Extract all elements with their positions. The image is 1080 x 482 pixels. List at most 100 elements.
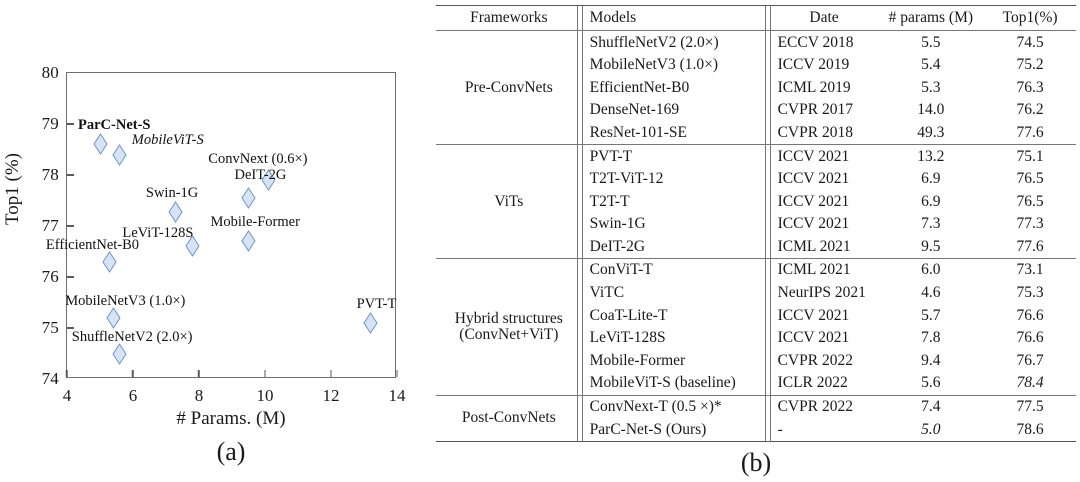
cell-model: MobileNetV3 (1.0×) [581, 53, 771, 77]
cell-top1: 76.2 [1016, 101, 1044, 119]
y-axis-tick: 76 [41, 267, 74, 287]
th-date: Date [769, 5, 878, 31]
scatter-point-mobile-former[interactable] [241, 230, 256, 253]
x-axis-tick: 8 [195, 370, 203, 406]
cell-model: ConvNext-T (0.5 ×)* [581, 395, 771, 419]
panel-b-table: Frameworks Models Date # params (M) Top1… [432, 0, 1080, 482]
scatter-point-shufflenetv2-2-0[interactable] [112, 342, 127, 365]
scatter-point-pvt-t[interactable] [363, 311, 378, 334]
cell-model: ViTC [581, 281, 771, 305]
cell-model: PVT-T [581, 144, 771, 168]
cell-top1: 76.6 [1016, 329, 1044, 347]
scatter-label-levit-128s: LeViT-128S [122, 225, 194, 242]
caption-a: (a) [216, 437, 246, 466]
scatter-point-mobilevit-s[interactable] [112, 143, 127, 166]
x-axis-tick-mark [132, 370, 134, 377]
cell-params: 7.3 [921, 215, 941, 233]
y-axis-tick-mark [67, 276, 74, 278]
cell-params: 49.3 [917, 123, 945, 141]
scatter-label-mobilevit-s: MobileViT-S [131, 131, 204, 148]
scatter-point-levit-128s[interactable] [185, 235, 200, 258]
scatter-point-convnext-0-6[interactable] [261, 169, 276, 192]
cell-date: CVPR 2017 [769, 98, 878, 122]
cell-model: CoaT-Lite-T [581, 304, 771, 327]
cell-model: T2T-ViT-12 [581, 167, 771, 191]
comparison-table: Frameworks Models Date # params (M) Top1… [436, 5, 1076, 442]
cell-model: ParC-Net-S (Ours) [581, 418, 771, 442]
x-axis-tick-label: 12 [322, 386, 340, 405]
cell-params: 7.8 [921, 329, 941, 347]
y-axis-tick-label: 80 [41, 63, 59, 82]
cell-date: ICCV 2021 [769, 212, 878, 236]
x-axis-tick-mark [66, 370, 68, 377]
scatter-label-mobilenetv3-1-0: MobileNetV3 (1.0×) [65, 292, 186, 309]
scatter-label-efficientnet-b0: EfficientNet-B0 [45, 236, 140, 253]
cell-top1: 77.6 [1016, 123, 1044, 141]
cell-top1: 76.5 [1016, 192, 1044, 210]
cell-date: ICCV 2021 [769, 167, 878, 191]
cell-model: DenseNet-169 [581, 98, 771, 122]
cell-params: 6.0 [921, 261, 941, 279]
cell-model: Swin-1G [581, 212, 771, 236]
cell-date: CVPR 2022 [769, 349, 878, 372]
x-axis-tick-label: 4 [62, 386, 72, 405]
cell-model: ConViT-T [581, 258, 771, 282]
scatter-label-mobile-former: Mobile-Former [210, 214, 300, 231]
th-top1: Top1(%) [1002, 9, 1058, 27]
x-axis-tick-label: 14 [388, 386, 406, 405]
x-axis-tick: 4 [62, 370, 72, 406]
diamond-marker-icon [241, 230, 256, 253]
y-axis-tick: 77 [42, 216, 74, 236]
cell-params: 7.4 [921, 398, 941, 416]
cell-params: 9.5 [921, 237, 941, 255]
cell-params: 5.0 [921, 420, 941, 438]
cell-date: NeurIPS 2021 [769, 281, 878, 305]
cell-date: ICML 2019 [769, 76, 878, 99]
cell-top1: 76.6 [1016, 306, 1044, 324]
x-axis-tick: 14 [388, 370, 406, 406]
x-axis-tick-mark [198, 370, 200, 377]
y-axis-tick: 74 [42, 369, 67, 389]
cell-top1: 75.3 [1016, 284, 1044, 302]
x-axis-tick-mark [396, 370, 398, 377]
scatter-point-deit-2g[interactable] [241, 187, 256, 209]
scatter-point-swin-1g[interactable] [168, 201, 183, 224]
cell-top1: 75.1 [1016, 147, 1044, 165]
cell-params: 9.4 [921, 351, 941, 369]
scatter-point-parc-net-s[interactable] [92, 133, 108, 156]
y-axis-tick-mark [67, 327, 74, 329]
diamond-marker-icon [363, 311, 378, 334]
x-axis-tick-mark [330, 370, 332, 377]
y-axis-tick-label: 74 [41, 369, 59, 388]
cell-model: LeViT-128S [581, 326, 771, 350]
y-axis-tick: 75 [42, 318, 74, 338]
cell-top1: 73.1 [1016, 261, 1044, 279]
cell-params: 13.2 [917, 147, 945, 165]
cell-date: ICML 2021 [769, 258, 878, 282]
cell-params: 5.7 [921, 306, 941, 324]
cell-top1: 78.4 [1016, 374, 1044, 392]
x-axis-tick-label: 10 [256, 386, 274, 405]
framework-label-line2: (ConvNet+ViT) [459, 325, 559, 343]
scatter-label-parc-net-s: ParC-Net-S [78, 117, 151, 134]
scatter-point-efficientnet-b0[interactable] [102, 250, 117, 273]
cell-date: CVPR 2018 [769, 121, 878, 145]
scatter-point-mobilenetv3-1-0[interactable] [106, 306, 121, 329]
cell-top1: 76.3 [1016, 78, 1044, 96]
y-axis-tick-mark [67, 225, 74, 227]
cell-date: ECCV 2018 [769, 30, 878, 54]
table-header-row: Frameworks Models Date # params (M) Top1… [436, 5, 1076, 31]
y-axis-tick-label: 76 [41, 267, 59, 286]
